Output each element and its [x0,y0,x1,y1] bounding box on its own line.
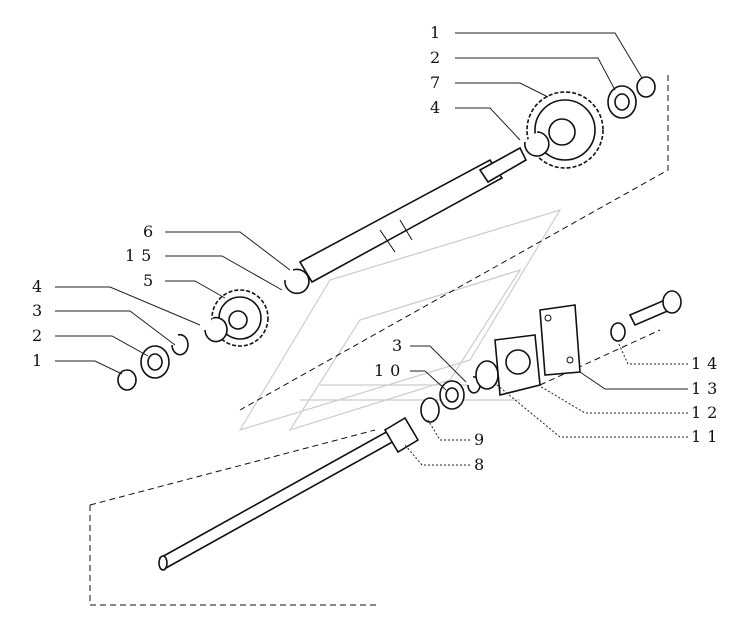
callout-3-mid: 3 [392,336,408,355]
snap-ring-4-left [204,316,228,343]
callout-5: 5 [143,271,159,290]
callout-11: 11 [691,427,723,446]
ring-1-top [636,76,656,98]
callout-13: 13 [691,379,723,398]
callout-6: 6 [143,222,159,241]
assembly-frame [89,75,669,606]
bolt [628,290,682,327]
upper-shaft [298,146,528,284]
callout-8: 8 [474,455,490,474]
callout-4-left: 4 [32,277,48,296]
callout-1-left: 1 [32,351,48,370]
callout-12: 12 [691,403,723,422]
callout-14: 14 [691,354,723,373]
washer-14 [610,322,626,342]
snap-ring-15 [284,268,310,295]
bearing-10 [439,380,465,410]
snap-ring-4-top [524,131,550,157]
callout-3-left: 3 [32,301,48,320]
callout-9: 9 [474,430,490,449]
callout-4-top: 4 [430,98,446,117]
bearing-2-top [607,85,637,119]
ring-1-left [117,369,137,391]
lower-shaft-8 [158,416,420,571]
leader-lines [55,32,688,466]
o-ring-11 [475,360,499,390]
callout-2-top: 2 [430,48,446,67]
callout-7: 7 [430,73,446,92]
cover-plate-13 [539,304,581,376]
callout-2-left: 2 [32,326,48,345]
callout-10: 10 [374,361,406,380]
clip-3-left [171,333,189,356]
gasket-12 [494,334,541,397]
bearing-2-left [140,345,170,379]
ring-9 [420,397,440,423]
callout-1-top: 1 [430,23,446,42]
callout-15: 15 [125,246,157,265]
gear-5 [211,289,269,347]
